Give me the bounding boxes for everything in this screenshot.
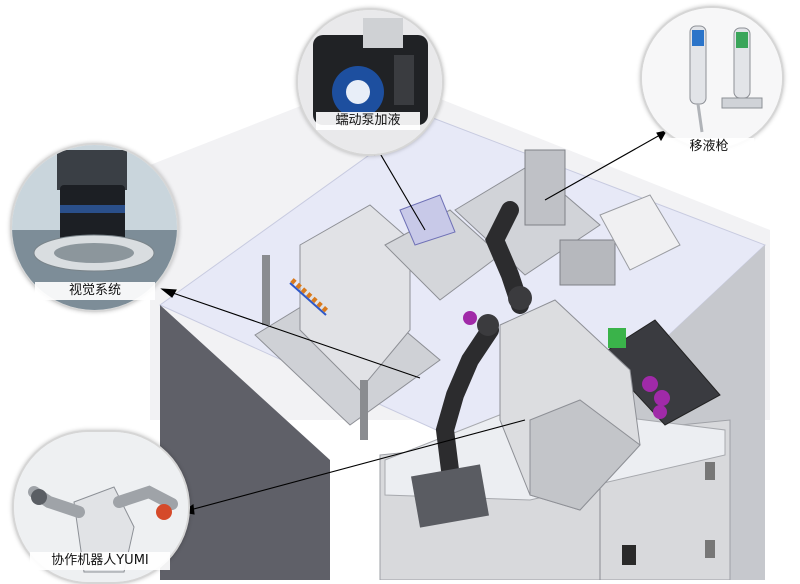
robot-body-front: [529, 399, 641, 511]
robot-label: 协作机器人YUMI: [30, 552, 170, 570]
arrow-vision: [169, 291, 421, 379]
arrow-pipette: [544, 134, 661, 201]
arrow-pump: [377, 149, 426, 231]
pipette-image: [642, 8, 782, 148]
purple-tube-1: [642, 376, 658, 392]
pipette-callout: [640, 6, 784, 150]
arm-joint-2: [477, 314, 499, 336]
peristaltic-pump-image: [298, 10, 442, 154]
cabinet-left: [160, 305, 330, 580]
fixture-pillar-2: [360, 380, 368, 440]
pump-tubes: [399, 194, 456, 246]
fixture-box: [299, 204, 411, 391]
white-box: [599, 194, 681, 271]
pump-label: 蠕动泵加液: [316, 112, 420, 130]
vision-label: 视觉系统: [35, 282, 155, 300]
purple-tube-4: [463, 311, 477, 325]
arm-joint: [508, 286, 532, 310]
cabinet-vent: [705, 462, 715, 480]
blue-cable: [289, 282, 327, 316]
pipette-stand: [524, 149, 566, 226]
cabinet-socket: [622, 545, 636, 565]
rack-block: [559, 239, 616, 286]
arrow-robot: [189, 419, 526, 511]
pump-callout: [296, 8, 444, 156]
fixture-pillar: [262, 255, 270, 325]
orange-cable: [290, 278, 330, 314]
tube-tray: [599, 319, 721, 426]
cabinet-vent-2: [705, 540, 715, 558]
robot-arm-left: [435, 321, 499, 479]
green-holder: [608, 328, 626, 348]
pipette-label: 移液枪: [664, 138, 754, 156]
purple-tube-3: [653, 405, 667, 419]
purple-tube-2: [654, 390, 670, 406]
sample-plate: [411, 464, 489, 528]
